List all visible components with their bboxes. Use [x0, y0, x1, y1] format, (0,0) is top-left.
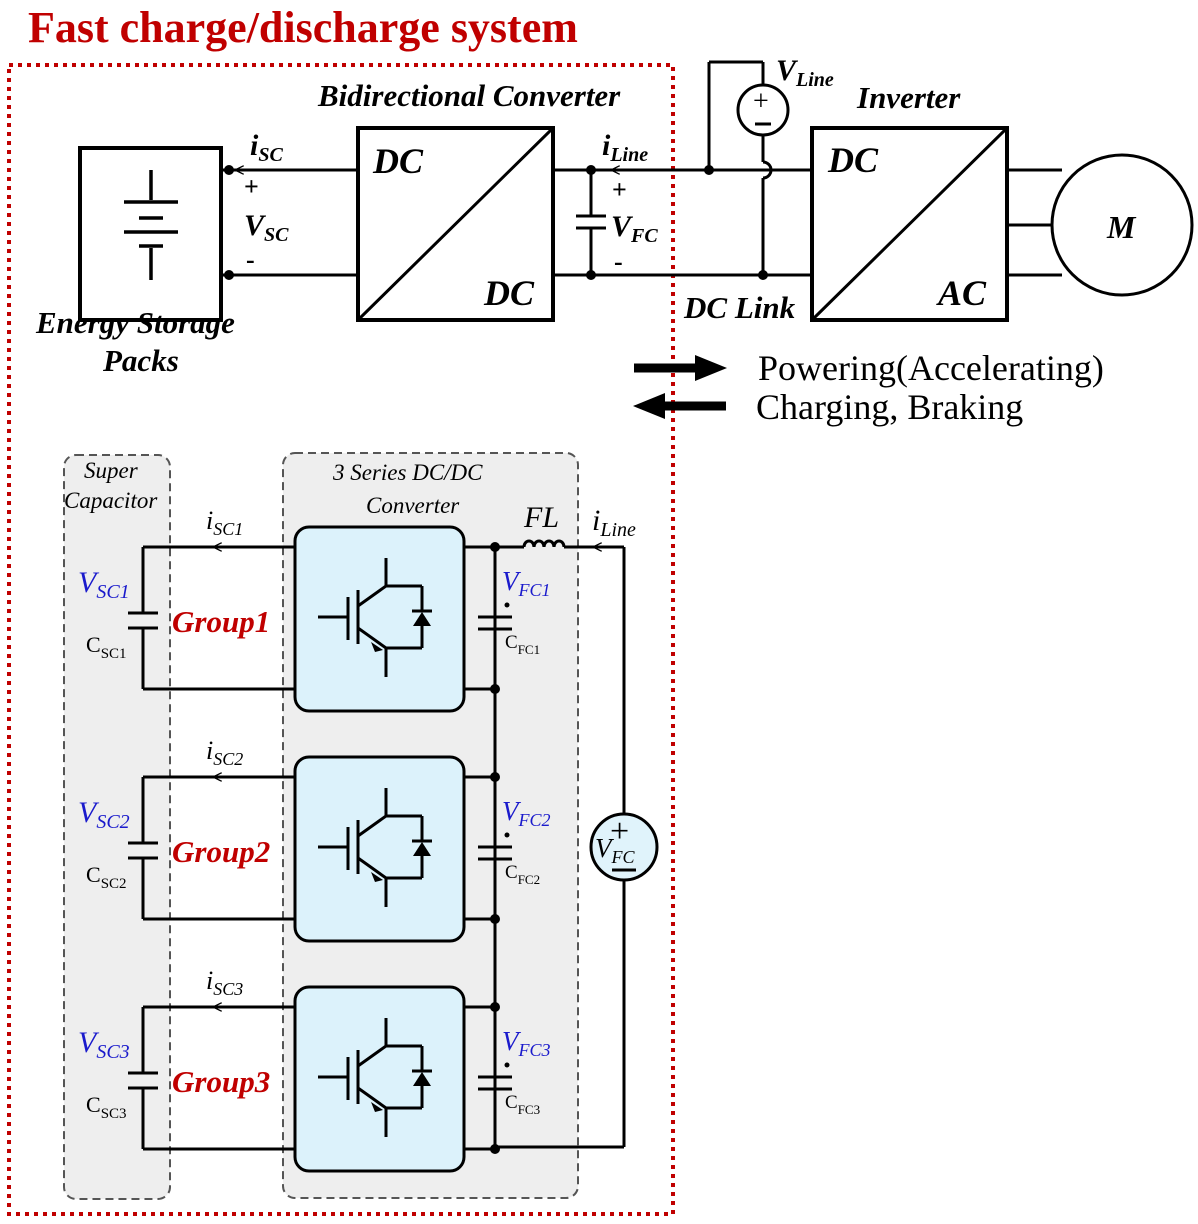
- dc-link-label: DC Link: [683, 290, 796, 325]
- motor-symbol: [1050, 153, 1194, 297]
- c-sc2-label: CSC2: [86, 862, 127, 892]
- group2-label: Group2: [172, 834, 270, 869]
- powering-arrow-icon: [634, 355, 727, 381]
- inductor-fl: [522, 539, 566, 548]
- v-fc3-label: VFC3: [502, 1026, 551, 1060]
- charging-legend-text: Charging, Braking: [756, 387, 1023, 427]
- system-boundary: [7, 63, 675, 1216]
- converter-module-2: [293, 755, 466, 943]
- i-line-label-bottom: iLine: [592, 504, 636, 541]
- vfc-minus: -: [614, 247, 623, 276]
- vfc-plus: +: [612, 175, 627, 204]
- conv-panel-label-line2: Converter: [366, 493, 460, 518]
- inverter-label: Inverter: [856, 80, 961, 115]
- v-sc-label: VSC: [244, 209, 289, 246]
- i-line-label-top: iLine: [602, 129, 648, 166]
- sc-panel-label-line1: Super: [84, 458, 139, 483]
- v-line-plus: +: [753, 86, 769, 117]
- c-fc1-label: CFC1: [505, 632, 540, 657]
- c-fc2-label: CFC2: [505, 862, 540, 887]
- vsc-plus: +: [244, 172, 259, 201]
- i-sc1-label: iSC1: [206, 506, 243, 539]
- v-sc1-label: VSC1: [78, 566, 130, 603]
- v-fc1-label: VFC1: [502, 566, 551, 600]
- group3-label: Group3: [172, 1064, 270, 1099]
- motor-label: M: [1106, 209, 1137, 245]
- v-fc-source-plus: +: [610, 813, 629, 850]
- inverter-ac-bottom: AC: [936, 273, 987, 313]
- groups-layer: iSC1VSC1CSC1Group1VFC1CFC1iSC2VSC2CSC2Gr…: [78, 506, 551, 1173]
- battery-icon: [124, 170, 178, 280]
- v-fc2-label: VFC2: [502, 796, 551, 830]
- igbt-icon: [318, 558, 432, 677]
- v-sc2-label: VSC2: [78, 796, 130, 833]
- c-sc3-label: CSC3: [86, 1092, 127, 1122]
- charging-arrow-icon: [633, 393, 726, 419]
- page-title: Fast charge/discharge system: [28, 3, 578, 52]
- i-sc2-label: iSC2: [206, 736, 243, 769]
- v-sc3-label: VSC3: [78, 1026, 130, 1063]
- inverter-dc-top: DC: [827, 140, 879, 180]
- sc-panel-label-line2: Capacitor: [64, 488, 158, 513]
- fl-label: FL: [523, 501, 559, 534]
- storage-label-line1: Energy Storage: [35, 305, 235, 340]
- v-fc-label-top: VFC: [611, 210, 658, 247]
- igbt-icon: [318, 1018, 432, 1137]
- bidirectional-converter-label: Bidirectional Converter: [317, 78, 621, 113]
- conv-panel-label-line1: 3 Series DC/DC: [332, 460, 483, 485]
- igbt-icon: [318, 788, 432, 907]
- storage-label-line2: Packs: [102, 343, 179, 378]
- converter-dc-top: DC: [372, 141, 424, 181]
- c-sc1-label: CSC1: [86, 632, 127, 662]
- i-sc-label: iSC: [250, 129, 283, 166]
- converter-dc-bottom: DC: [483, 273, 535, 313]
- converter-module-1: [293, 525, 466, 713]
- v-line-label: VLine: [776, 54, 834, 91]
- c-fc3-label: CFC3: [505, 1092, 540, 1117]
- group1-label: Group1: [172, 604, 270, 639]
- v-fc-source-label: VFC: [595, 833, 635, 867]
- i-sc3-label: iSC3: [206, 966, 243, 999]
- powering-legend-text: Powering(Accelerating): [758, 348, 1104, 388]
- vsc-minus: -: [246, 245, 255, 274]
- converter-module-3: [293, 985, 466, 1173]
